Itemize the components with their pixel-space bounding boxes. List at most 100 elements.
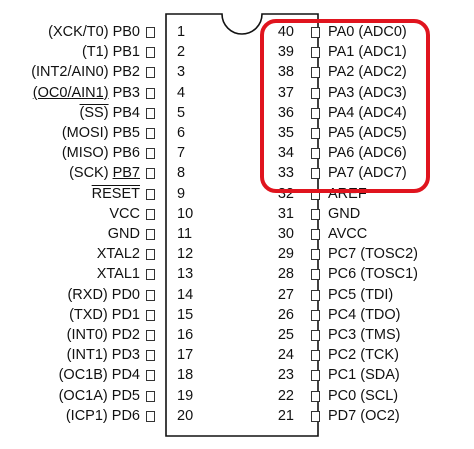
left-pin-label: (SS) PB4 bbox=[0, 105, 140, 121]
left-pin-label: (INT2/AIN0) PB2 bbox=[0, 64, 140, 80]
right-pin-label: PA6 (ADC6) bbox=[328, 145, 407, 161]
pin-name: PB3 bbox=[112, 84, 140, 101]
pin-number: 11 bbox=[177, 226, 193, 242]
pin-name: PD5 bbox=[111, 387, 140, 404]
pin-number: 7 bbox=[177, 145, 186, 162]
left-pin-label: (XCK/T0) PB0 bbox=[0, 24, 140, 40]
pin-lead bbox=[311, 107, 320, 119]
left-pin-label: (OC1B) PD4 bbox=[0, 367, 140, 383]
right-pin-label: PA1 (ADC1) bbox=[328, 44, 407, 60]
left-pin-label: VCC bbox=[0, 206, 140, 222]
left-pin-label: (TXD) PD1 bbox=[0, 307, 140, 323]
pin-lead bbox=[146, 309, 155, 321]
pin-name: VCC bbox=[109, 205, 140, 222]
right-pin-label: PC2 (TCK) bbox=[328, 347, 399, 363]
pin-number: 10 bbox=[177, 205, 194, 222]
pin-lead bbox=[146, 107, 155, 119]
pin-lead bbox=[146, 229, 155, 240]
pin-alt-function: (ADC0) bbox=[358, 24, 407, 40]
pin-name: PC1 bbox=[328, 367, 357, 384]
left-pin-label: (ICP1) PD6 bbox=[0, 408, 140, 424]
pin-alt-function: (INT1) bbox=[66, 347, 108, 364]
pin-alt-function: (INT2/AIN0) bbox=[31, 64, 109, 81]
pin-alt-function: (T1) bbox=[81, 44, 109, 61]
pin-number: 26 bbox=[277, 306, 294, 323]
right-pin-label: PC1 (SDA) bbox=[328, 367, 400, 383]
pin-alt-function: (TCK) bbox=[360, 347, 399, 364]
left-pin-label: GND bbox=[0, 226, 140, 242]
pin-number: 40 bbox=[277, 24, 294, 40]
pin-name: RESET bbox=[91, 185, 140, 202]
pin-name: PC6 bbox=[328, 266, 357, 283]
pin-alt-function: (ADC4) bbox=[358, 104, 407, 121]
pin-alt-function: (OC1A) bbox=[58, 387, 108, 404]
pin-number: 28 bbox=[277, 266, 294, 283]
pin-alt-function: (MOSI) bbox=[61, 125, 109, 141]
pin-number: 18 bbox=[177, 367, 194, 384]
pin-number: 12 bbox=[177, 246, 194, 263]
pin-name: PC4 bbox=[328, 306, 357, 323]
pin-lead bbox=[146, 410, 155, 422]
pin-name: PB7 bbox=[112, 165, 140, 182]
pin-number: 17 bbox=[177, 347, 194, 364]
pin-name: PC3 bbox=[328, 327, 357, 343]
left-pin-label: RESET bbox=[0, 186, 140, 202]
pin-number: 4 bbox=[177, 84, 186, 101]
pin-alt-function: (ADC2) bbox=[358, 64, 407, 81]
pin-name: PB4 bbox=[112, 104, 140, 121]
pin-name: PC7 bbox=[328, 246, 357, 263]
pin-lead bbox=[311, 67, 320, 79]
pin-number: 5 bbox=[177, 104, 186, 121]
pin-name: PD1 bbox=[111, 306, 140, 323]
pin-alt-function: (OC0/AIN1) bbox=[32, 84, 109, 101]
pin-lead bbox=[146, 390, 155, 402]
pin-alt-function: (SS) bbox=[79, 104, 109, 121]
pin-number: 30 bbox=[277, 226, 294, 242]
pin-name: PC5 bbox=[328, 286, 357, 303]
right-pin-label: PC3 (TMS) bbox=[328, 327, 401, 343]
pin-number: 23 bbox=[277, 367, 294, 384]
right-pin-label: PD7 (OC2) bbox=[328, 408, 400, 424]
left-pin-label: XTAL1 bbox=[0, 266, 140, 282]
pin-lead bbox=[311, 128, 320, 139]
pin-alt-function: (ADC6) bbox=[358, 145, 407, 162]
pin-number: 14 bbox=[177, 286, 194, 303]
pin-lead bbox=[146, 128, 155, 139]
pin-lead bbox=[311, 229, 320, 240]
pin-number: 16 bbox=[177, 327, 194, 343]
pin-lead bbox=[146, 249, 155, 261]
pin-number: 35 bbox=[277, 125, 294, 141]
left-pin-label: (SCK) PB7 bbox=[0, 165, 140, 181]
pin-name: PA7 bbox=[328, 165, 355, 182]
pin-lead bbox=[311, 370, 320, 382]
pin-number: 22 bbox=[277, 387, 294, 404]
pin-lead bbox=[146, 148, 155, 160]
right-pin-label: PA4 (ADC4) bbox=[328, 105, 407, 121]
pin-number: 31 bbox=[277, 205, 294, 222]
pin-number: 36 bbox=[277, 104, 294, 121]
pin-name: PA2 bbox=[328, 64, 355, 81]
pin-name: AVCC bbox=[328, 226, 368, 242]
left-pin-label: (INT1) PD3 bbox=[0, 347, 140, 363]
pin-name: XTAL1 bbox=[96, 266, 140, 283]
pin-alt-function: (OC1B) bbox=[58, 367, 108, 384]
right-pin-label: PA0 (ADC0) bbox=[328, 24, 407, 40]
pin-number: 37 bbox=[277, 84, 294, 101]
pin-name: PA6 bbox=[328, 145, 355, 162]
pin-number: 13 bbox=[177, 266, 194, 283]
pin-name: PD2 bbox=[111, 327, 140, 343]
pin-name: PA1 bbox=[328, 44, 355, 61]
pin-lead bbox=[311, 47, 320, 59]
pin-number: 38 bbox=[277, 64, 294, 81]
pin-number: 27 bbox=[277, 286, 294, 303]
right-pin-label: PC6 (TOSC1) bbox=[328, 266, 418, 282]
pin-alt-function: (ADC5) bbox=[358, 125, 407, 141]
pin-number: 29 bbox=[277, 246, 294, 263]
pin-lead bbox=[146, 67, 155, 79]
pin-number: 2 bbox=[177, 44, 186, 61]
pin-number: 15 bbox=[177, 306, 194, 323]
pin-number: 33 bbox=[277, 165, 294, 182]
pin-lead bbox=[311, 330, 320, 341]
pin-name: PA5 bbox=[328, 125, 355, 141]
pin-alt-function: (SCL) bbox=[360, 387, 399, 404]
